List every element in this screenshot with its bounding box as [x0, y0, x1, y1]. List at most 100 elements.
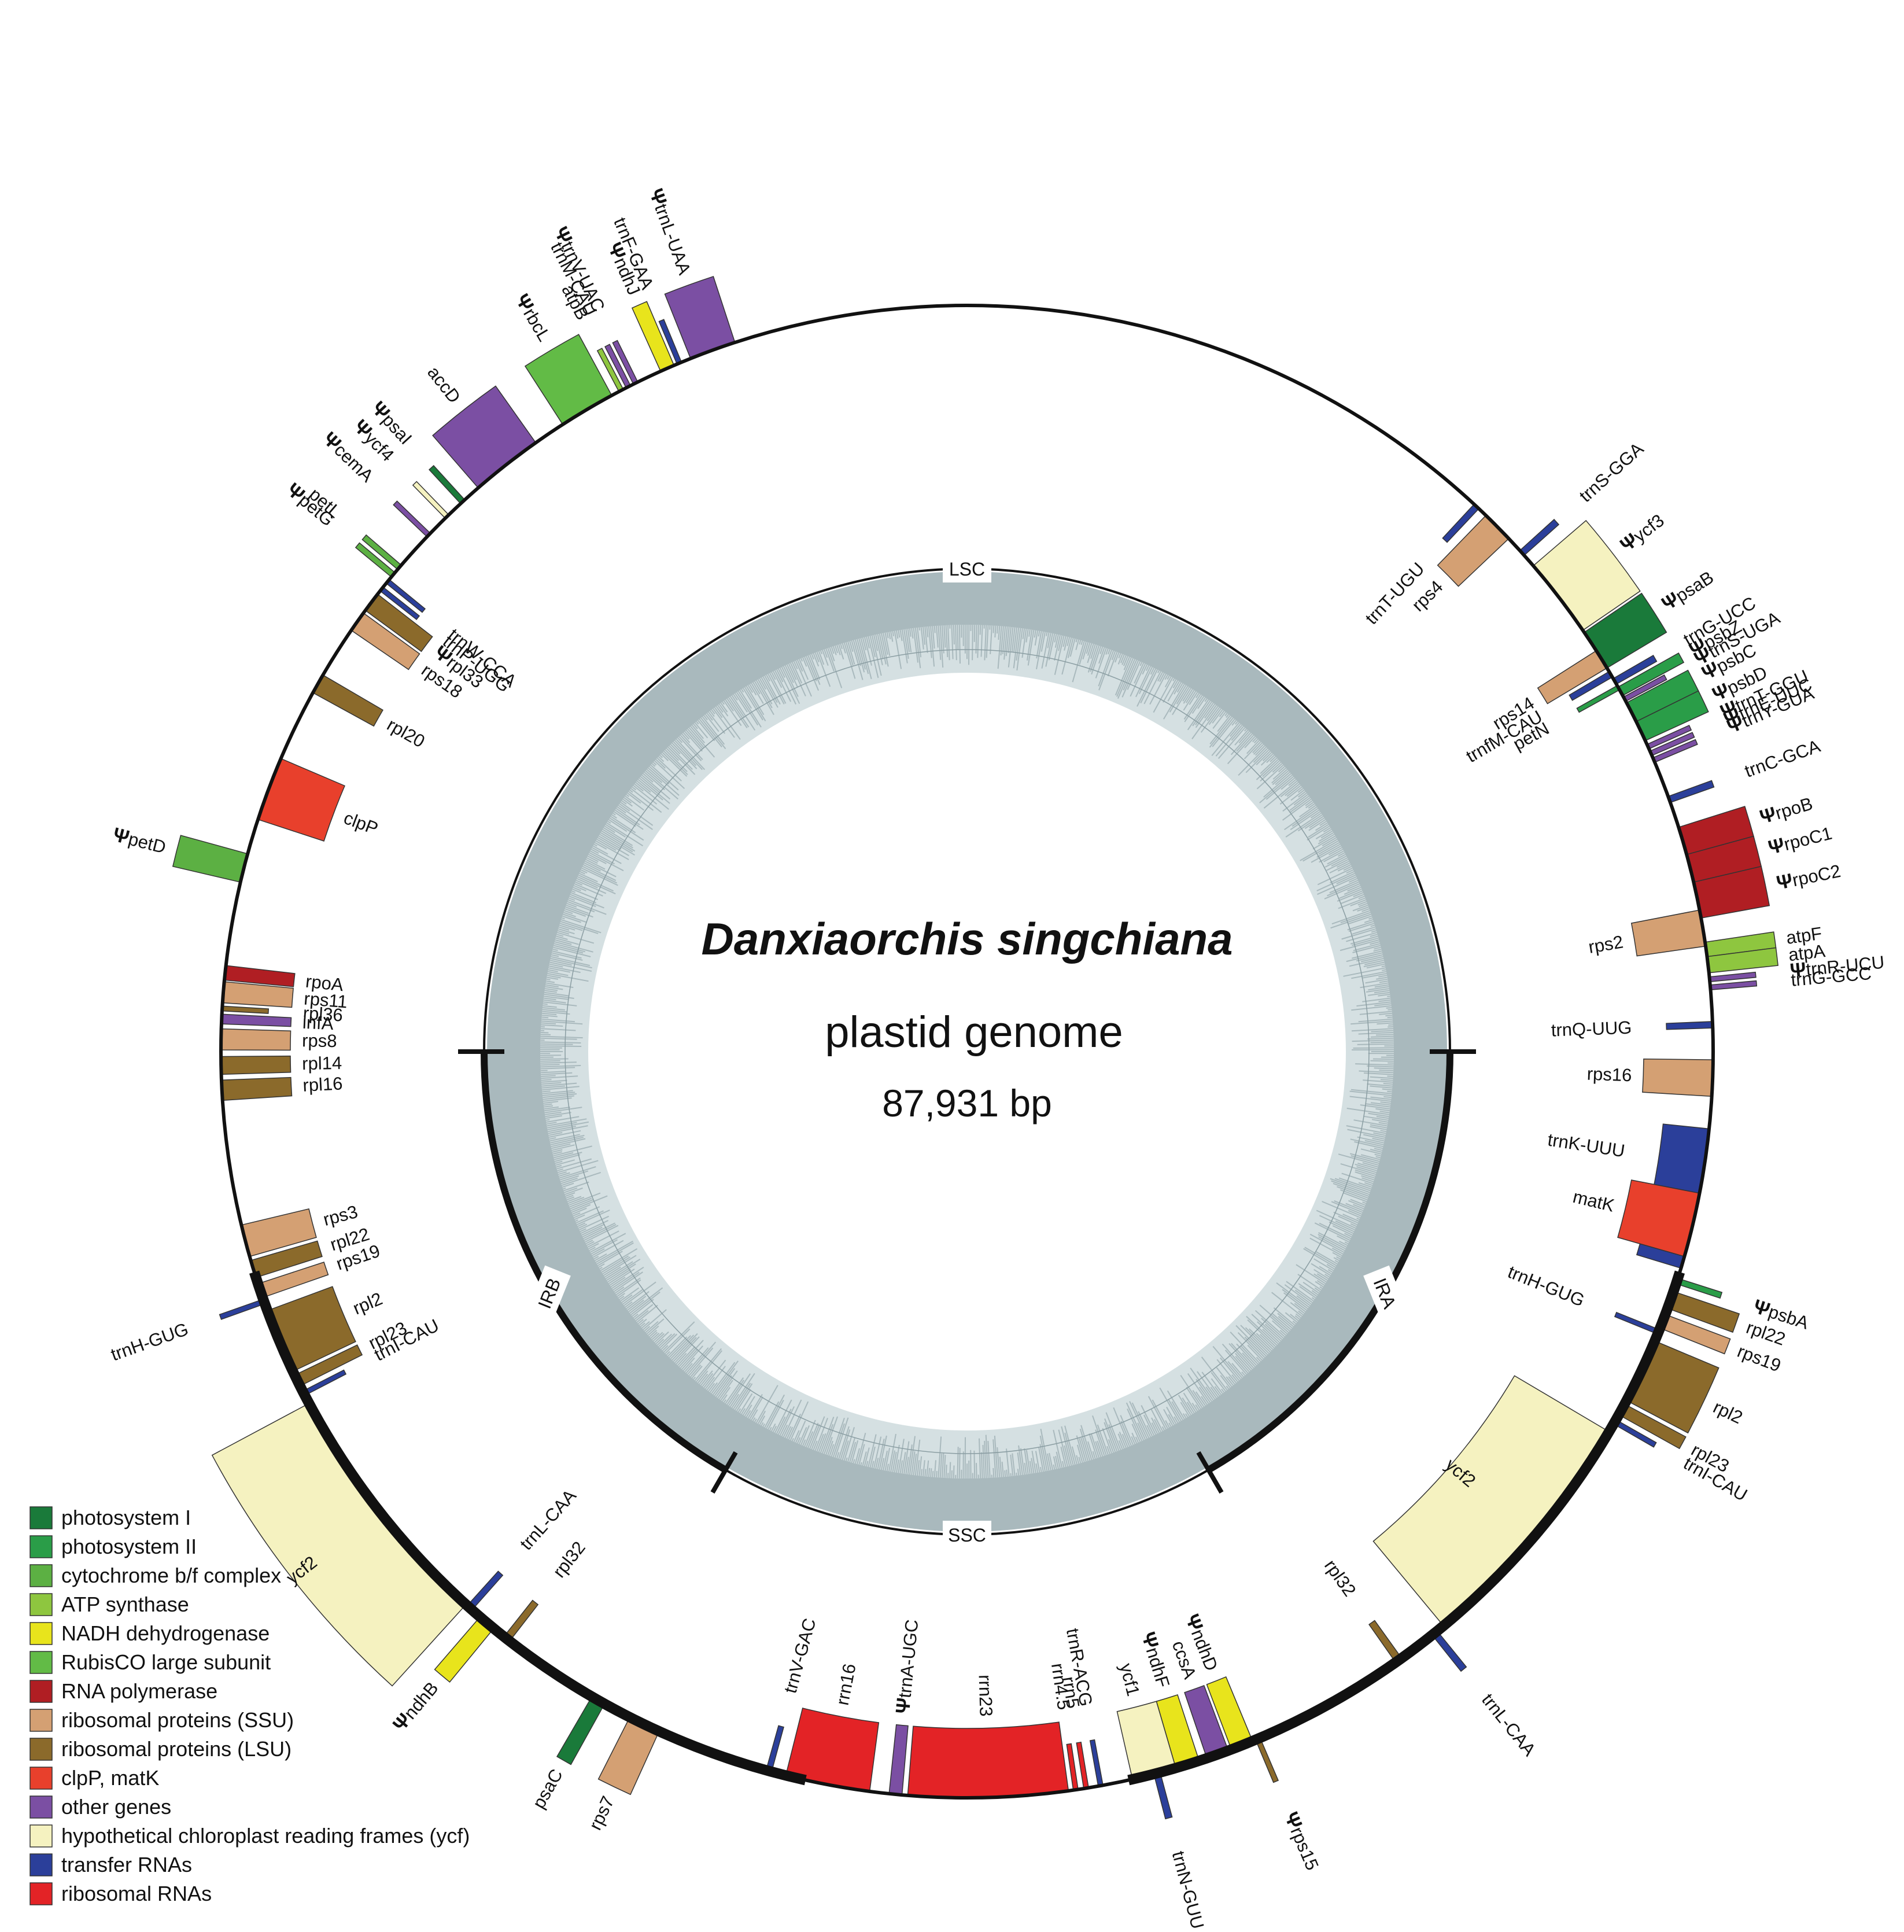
backbone-circle — [219, 304, 1715, 1800]
gene-block-trnc-gca — [1667, 780, 1715, 803]
gene-name: rps3 — [321, 1201, 360, 1230]
legend-label: ribosomal proteins (LSU) — [61, 1737, 291, 1761]
gene-name: rps2 — [1587, 931, 1625, 957]
gene-label: trnC-GCA — [1742, 736, 1823, 781]
gene-block-trnr-ucu — [1709, 971, 1757, 982]
gene-label: accD — [423, 362, 464, 407]
legend-item: ribosomal RNAs — [29, 1882, 212, 1905]
gene-name: rpoC1 — [1782, 823, 1834, 855]
gene-name: psaC — [529, 1765, 567, 1812]
gene-label: rps11 — [303, 989, 348, 1012]
gene-label: rpl14 — [302, 1053, 342, 1074]
region-boundary-tick — [1196, 1451, 1224, 1494]
gene-block-ycf4 — [412, 481, 449, 519]
gene-name: rpoB — [1773, 793, 1815, 823]
gene-name: rpl32 — [1320, 1556, 1360, 1600]
gene-name: trnS-GGA — [1575, 438, 1648, 506]
gene-label: trnL-CAA — [1478, 1690, 1540, 1760]
genome-type: plastid genome — [825, 1008, 1123, 1057]
legend-swatch — [29, 1564, 53, 1587]
pseudogene-psi-mark: Ψ — [1789, 958, 1807, 982]
legend-label: clpP, matK — [61, 1766, 159, 1790]
genome-backbone-circle — [219, 304, 1715, 1800]
legend-label: hypothetical chloroplast reading frames … — [61, 1824, 470, 1848]
gene-label: atpF — [1785, 923, 1823, 948]
gene-label: rpl32 — [549, 1538, 589, 1581]
gene-label: rps3 — [321, 1201, 360, 1230]
gene-label: trnH-GUG — [108, 1319, 191, 1365]
legend-item: clpP, matK — [29, 1766, 159, 1790]
legend-item: ribosomal proteins (SSU) — [29, 1708, 294, 1732]
species-name: Danxiaorchis singchiana — [702, 913, 1233, 964]
region-label-text: SSC — [948, 1525, 986, 1546]
gene-label: rps2 — [1587, 931, 1625, 957]
gene-name: rpl14 — [302, 1053, 342, 1074]
legend-swatch — [29, 1882, 53, 1905]
gene-name: rpl16 — [302, 1073, 344, 1095]
gene-block-rbcl — [524, 334, 612, 425]
gene-block-rpl20 — [312, 674, 383, 727]
gene-name: rpl2 — [350, 1288, 385, 1318]
legend-label: ATP synthase — [61, 1592, 189, 1616]
gene-block-rps16 — [1642, 1059, 1714, 1097]
gene-label: trnV-GAC — [780, 1616, 820, 1695]
gene-label: ΨrpoC2 — [1774, 860, 1842, 894]
gene-block-trnh-gug — [1614, 1311, 1661, 1335]
gene-label: rpl2 — [1710, 1397, 1746, 1428]
legend-label: photosystem II — [61, 1535, 197, 1558]
pseudogene-psi-mark: Ψ — [892, 1697, 915, 1715]
legend-label: transfer RNAs — [61, 1853, 192, 1876]
region-label-text: LSC — [949, 559, 985, 580]
region-label: SSC — [943, 1521, 991, 1548]
gene-label: clpP — [341, 808, 381, 839]
gene-label: rrn16 — [832, 1662, 860, 1707]
legend-label: NADH dehydrogenase — [61, 1621, 270, 1645]
gene-label: rpl32 — [1320, 1556, 1360, 1600]
gene-label: trnS-GGA — [1575, 438, 1648, 506]
gene-name: rps15 — [1286, 1824, 1322, 1873]
gene-block-trnn-guu — [1153, 1772, 1173, 1820]
gene-label: rpl20 — [383, 714, 428, 751]
region-label: IRA — [1363, 1265, 1408, 1321]
legend-swatch — [29, 1622, 53, 1645]
title-block: Danxiaorchis singchiana plastid genome 8… — [702, 913, 1233, 1124]
gene-label: trnN-GUU — [1168, 1849, 1208, 1931]
genome-size: 87,931 bp — [882, 1082, 1052, 1124]
gene-block-infa — [221, 1013, 292, 1027]
legend-label: RNA polymerase — [61, 1679, 217, 1703]
legend-item: ribosomal proteins (LSU) — [29, 1737, 291, 1761]
legend-swatch — [29, 1795, 53, 1819]
gene-label: rps16 — [1586, 1064, 1632, 1086]
gene-name: petD — [126, 828, 168, 857]
gene-block-trnq-uug — [1666, 1021, 1714, 1030]
gene-name: rpl20 — [383, 714, 428, 751]
gene-name: trnH-GUG — [108, 1319, 191, 1365]
gene-label: rpoA — [305, 971, 345, 996]
gene-block-rps15 — [1254, 1737, 1279, 1783]
gene-label: trnH-GUG — [1505, 1262, 1587, 1311]
legend-swatch — [29, 1535, 53, 1558]
legend-label: RubisCO large subunit — [61, 1650, 271, 1674]
irb-backbone — [249, 1270, 807, 1786]
legend-item: other genes — [29, 1795, 171, 1819]
gene-block-trnh-gug-b — [219, 1299, 265, 1320]
legend-item: hypothetical chloroplast reading frames … — [29, 1824, 470, 1848]
gene-label: Ψrps15 — [1280, 1809, 1324, 1874]
gc-content-ring — [487, 572, 1447, 1532]
legend-swatch — [29, 1853, 53, 1876]
gene-label: ΨtrnA-UGC — [892, 1618, 923, 1715]
gene-label: Ψycf3 — [1616, 509, 1668, 556]
gene-label: ΨndhF — [1137, 1629, 1175, 1690]
gene-name: atpF — [1785, 923, 1823, 948]
gene-block-trnr-acg — [1089, 1739, 1104, 1787]
gene-label: infA — [302, 1012, 334, 1034]
legend-item: transfer RNAs — [29, 1853, 192, 1876]
gene-name: trnQ-UUG — [1551, 1017, 1632, 1041]
legend-item: RubisCO large subunit — [29, 1650, 271, 1674]
legend-item: cytochrome b/f complex — [29, 1564, 281, 1587]
gene-name: rrn5 — [1058, 1675, 1083, 1710]
gene-block-rrn4-5 — [1066, 1743, 1079, 1791]
gene-label: ΨtrnL-UAA — [645, 186, 696, 278]
gene-label: psaC — [529, 1765, 567, 1812]
